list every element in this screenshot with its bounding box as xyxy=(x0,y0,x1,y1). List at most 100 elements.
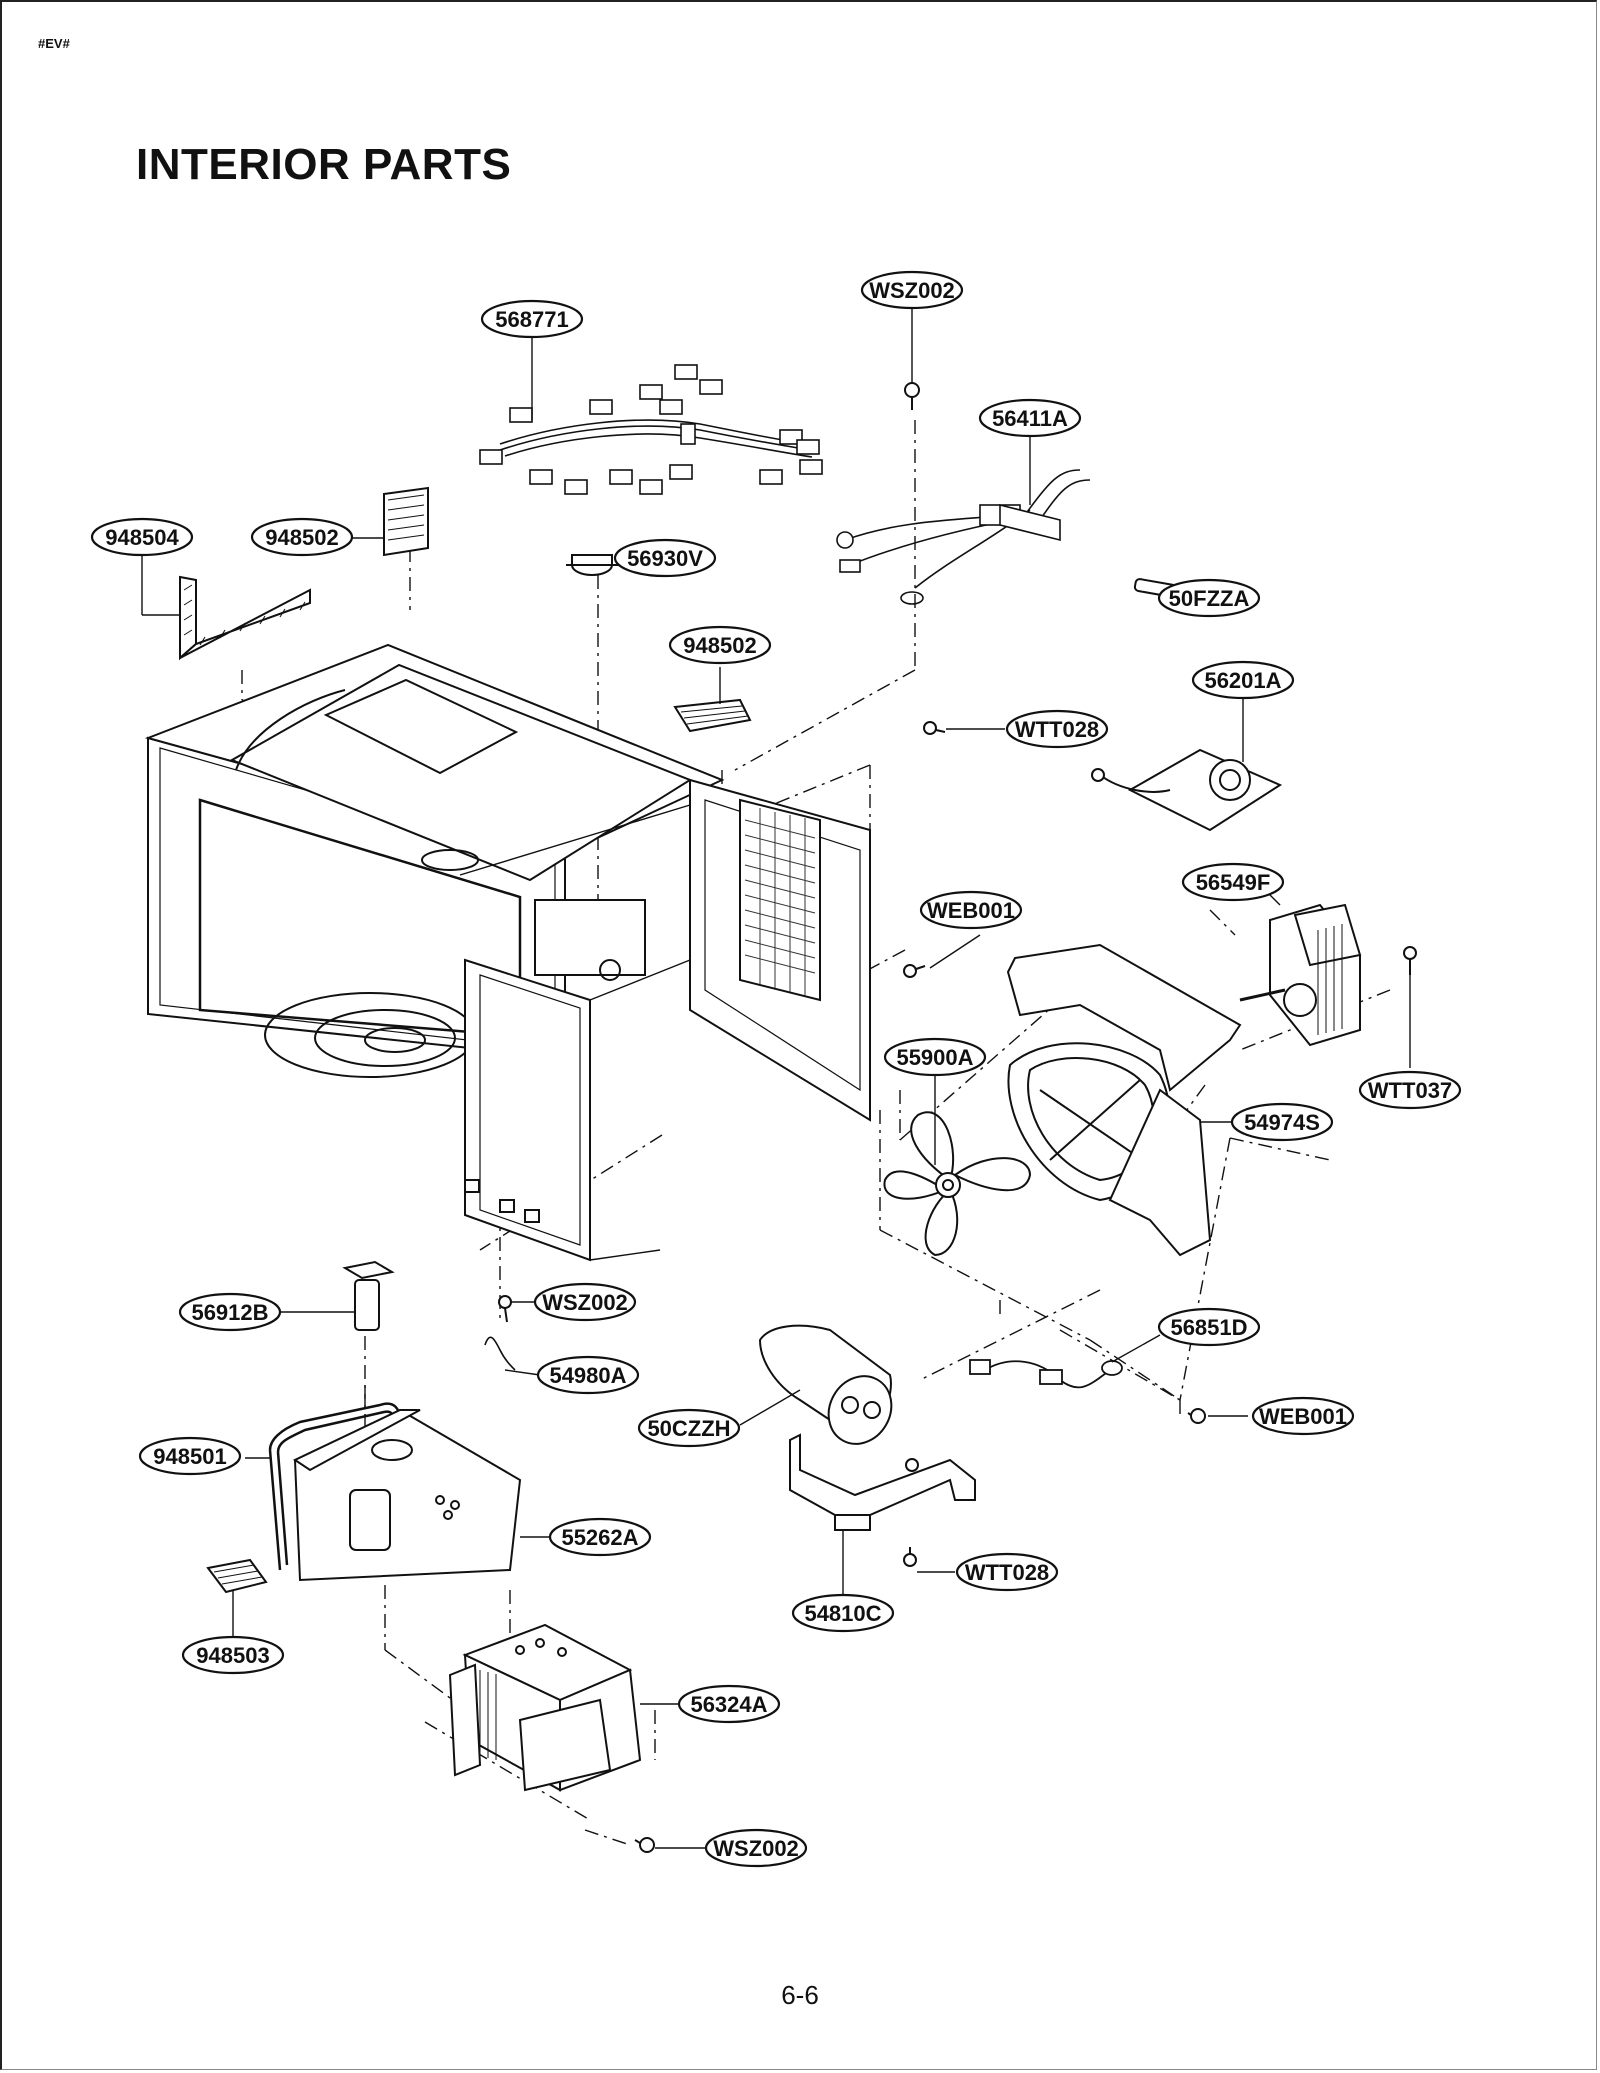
capacitor xyxy=(758,1324,893,1445)
callout-ellipse xyxy=(138,1436,242,1476)
screw-web001-mid xyxy=(903,964,926,978)
part-callout-55900a: 55900A xyxy=(883,1037,987,1077)
leader-lines xyxy=(141,308,1411,1849)
part-callout-948504: 948504 xyxy=(90,517,194,557)
insulation-pad-mid xyxy=(673,698,752,733)
callout-label: 55262A xyxy=(561,1525,638,1550)
callout-label: WEB001 xyxy=(927,898,1015,923)
air-guide xyxy=(1006,943,1242,1257)
part-callout-948503: 948503 xyxy=(181,1635,285,1675)
part-callout-wtt037: WTT037 xyxy=(1358,1070,1462,1110)
callout-ellipse xyxy=(1157,1307,1261,1347)
insulation-strip xyxy=(179,575,311,661)
screw-wsz002-top xyxy=(904,382,920,410)
insulation-pad-top xyxy=(383,486,429,557)
callout-ellipse xyxy=(480,299,584,339)
thermostat xyxy=(566,554,620,576)
callout-ellipse xyxy=(548,1517,652,1557)
part-callout-50czzh: 50CZZH xyxy=(637,1408,741,1448)
spring xyxy=(484,1336,516,1371)
part-callout-wtt028: WTT028 xyxy=(1005,709,1109,749)
callout-label: 568771 xyxy=(495,307,568,332)
callout-label: 56324A xyxy=(690,1692,767,1717)
callout-label: 948501 xyxy=(153,1444,226,1469)
part-callout-948501: 948501 xyxy=(138,1436,242,1476)
part-callout-56549f: 56549F xyxy=(1181,862,1285,902)
callout-ellipse xyxy=(1358,1070,1462,1110)
magnetron xyxy=(448,1623,642,1792)
part-callout-54980a: 54980A xyxy=(536,1355,640,1395)
part-callout-55262a: 55262A xyxy=(548,1517,652,1557)
callout-ellipse xyxy=(704,1828,808,1868)
callout-ellipse xyxy=(1181,862,1285,902)
part-callout-948502: 948502 xyxy=(250,517,354,557)
callout-label: 56912B xyxy=(191,1300,268,1325)
part-callout-54810c: 54810C xyxy=(791,1593,895,1633)
callout-label: 54810C xyxy=(804,1601,881,1626)
fan-blade xyxy=(883,1111,1032,1257)
page-number: 6-6 xyxy=(781,1980,819,2010)
page-title: INTERIOR PARTS xyxy=(136,140,512,189)
motor-housing xyxy=(292,1408,522,1582)
callout-label: WSZ002 xyxy=(542,1290,628,1315)
callout-label: 54974S xyxy=(1244,1110,1320,1135)
wire-harness xyxy=(479,364,823,495)
callout-ellipse xyxy=(1191,660,1295,700)
callout-label: 55900A xyxy=(896,1045,973,1070)
part-callout-wsz002: WSZ002 xyxy=(533,1282,637,1322)
capacitor-bracket xyxy=(789,1433,976,1531)
callout-ellipse xyxy=(90,517,194,557)
callout-ellipse xyxy=(1005,709,1109,749)
document-code: #EV# xyxy=(38,36,70,51)
callout-ellipse xyxy=(883,1037,987,1077)
callout-label: 56851D xyxy=(1170,1315,1247,1340)
callout-label: 50FZZA xyxy=(1169,586,1250,611)
callout-label: WSZ002 xyxy=(713,1836,799,1861)
callout-ellipse xyxy=(791,1593,895,1633)
callout-ellipse xyxy=(668,625,772,665)
part-callout-50fzza: 50FZZA xyxy=(1157,578,1261,618)
callout-label: 948504 xyxy=(105,525,179,550)
insulation-pad-low xyxy=(206,1558,268,1594)
oven-cavity xyxy=(144,643,871,1262)
callout-label: 54980A xyxy=(549,1363,626,1388)
part-callout-54974s: 54974S xyxy=(1230,1102,1334,1142)
part-callout-56930v: 56930V xyxy=(613,538,717,578)
callout-ellipse xyxy=(978,398,1082,438)
screw-wsz002-mid xyxy=(498,1295,512,1323)
callout-ellipse xyxy=(955,1552,1059,1592)
assembly-guide-lines xyxy=(241,420,1391,1846)
part-callout-56851d: 56851D xyxy=(1157,1307,1261,1347)
callout-ellipse xyxy=(1230,1102,1334,1142)
part-callout-web001: WEB001 xyxy=(1251,1396,1355,1436)
callout-ellipse xyxy=(1157,578,1261,618)
callout-label: WTT028 xyxy=(965,1560,1049,1585)
callout-label: 56549F xyxy=(1196,870,1271,895)
screw-web001-low xyxy=(1187,1408,1206,1424)
part-callout-wsz002: WSZ002 xyxy=(860,270,964,310)
callout-label: 50CZZH xyxy=(647,1416,730,1441)
callout-label: 56930V xyxy=(627,546,703,571)
part-callout-948502: 948502 xyxy=(668,625,772,665)
callout-label: WTT037 xyxy=(1368,1078,1452,1103)
callout-ellipse xyxy=(919,890,1023,930)
drive-plug xyxy=(342,1260,395,1331)
callout-ellipse xyxy=(613,538,717,578)
callout-ellipse xyxy=(250,517,354,557)
screw-wtt037 xyxy=(1403,946,1417,975)
callout-ellipse xyxy=(533,1282,637,1322)
screw-wtt028-top xyxy=(923,721,946,735)
callout-label: 948503 xyxy=(196,1643,269,1668)
callout-ellipse xyxy=(860,270,964,310)
callout-label: 56411A xyxy=(992,406,1068,431)
callout-ellipse xyxy=(677,1684,781,1724)
sensor-wire xyxy=(969,1359,1123,1389)
screw-wtt028-low xyxy=(903,1547,917,1567)
part-callout-56912b: 56912B xyxy=(178,1292,282,1332)
part-callout-56411a: 56411A xyxy=(978,398,1082,438)
part-callout-wsz002: WSZ002 xyxy=(704,1828,808,1868)
callout-ellipse xyxy=(536,1355,640,1395)
